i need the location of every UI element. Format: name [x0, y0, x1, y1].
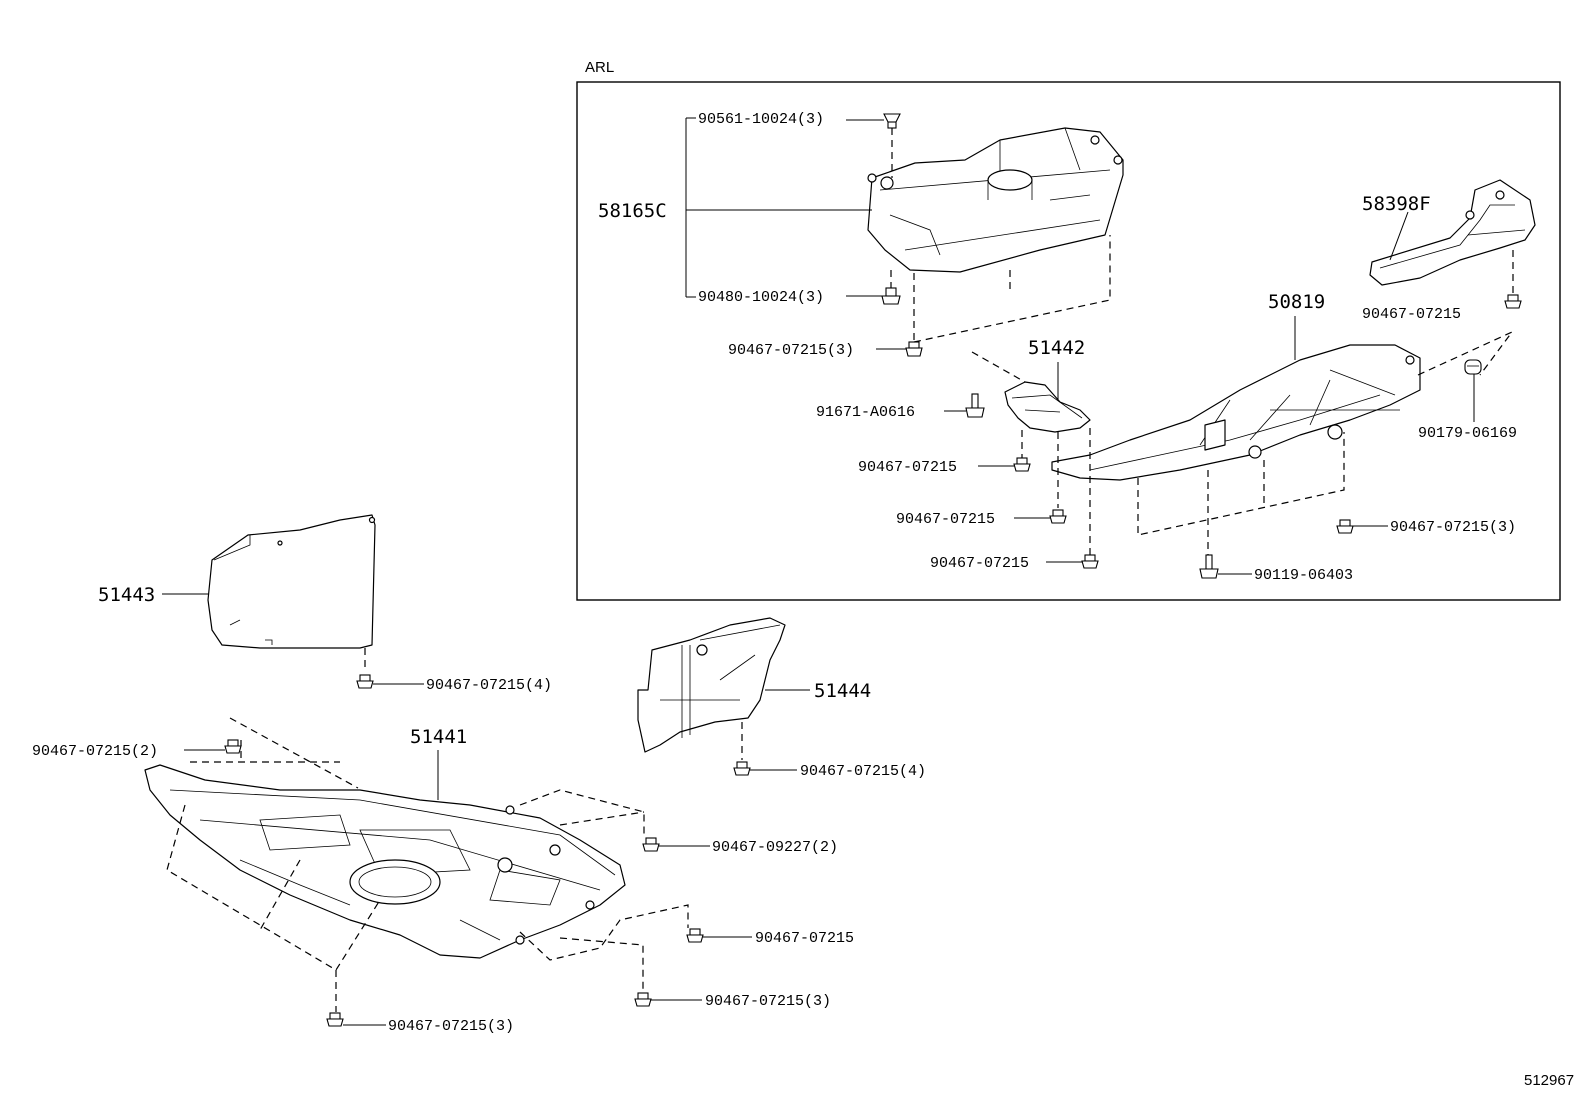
fastener-90467-07215-4b — [733, 761, 751, 776]
label-90467-07215-b: 90467-07215 — [858, 459, 957, 476]
part-51442-drawing — [1004, 381, 1091, 433]
fastener-90467-07215-3c — [634, 992, 652, 1007]
label-51444: 51444 — [814, 680, 871, 702]
part-58165c-drawing — [867, 127, 1124, 273]
label-90467-07215-2: 90467-07215(2) — [32, 743, 158, 760]
label-58165c: 58165C — [598, 200, 667, 222]
fastener-90561-10024 — [883, 113, 901, 129]
part-58398f-drawing — [1369, 179, 1536, 286]
label-90561-10024: 90561-10024(3) — [698, 111, 824, 128]
part-51441-drawing — [144, 764, 626, 959]
part-50819-drawing — [1051, 344, 1421, 481]
illustration-number: 512967 — [1524, 1072, 1574, 1089]
label-90467-07215-3a: 90467-07215(3) — [728, 342, 854, 359]
label-90467-07215-e: 90467-07215 — [755, 930, 854, 947]
fastener-90467-07215-b — [1013, 457, 1031, 472]
fastener-90467-07215-a — [1504, 294, 1522, 309]
fastener-90480-10024 — [881, 287, 901, 305]
label-90467-07215-3c: 90467-07215(3) — [705, 993, 831, 1010]
fastener-90119-06403 — [1199, 554, 1219, 579]
label-90467-07215-4a: 90467-07215(4) — [426, 677, 552, 694]
label-51441: 51441 — [410, 726, 467, 748]
part-51443-drawing — [207, 514, 376, 649]
label-90467-07215-3b: 90467-07215(3) — [1390, 519, 1516, 536]
fastener-90467-07215-4a — [356, 674, 374, 689]
label-90467-07215-a: 90467-07215 — [1362, 306, 1461, 323]
label-91671-a0616: 91671-A0616 — [816, 404, 915, 421]
fastener-90467-07215-3b — [1336, 519, 1354, 534]
part-51444-drawing — [637, 617, 786, 753]
label-51443: 51443 — [98, 584, 155, 606]
label-90467-07215-d: 90467-07215 — [930, 555, 1029, 572]
label-90467-07215-c: 90467-07215 — [896, 511, 995, 528]
fastener-90467-07215-e — [686, 928, 704, 943]
label-90467-07215-3d: 90467-07215(3) — [388, 1018, 514, 1035]
label-50819: 50819 — [1268, 291, 1325, 313]
label-90480-10024: 90480-10024(3) — [698, 289, 824, 306]
label-90467-09227-2: 90467-09227(2) — [712, 839, 838, 856]
fastener-91671-a0616 — [965, 393, 985, 418]
fastener-90467-07215-c — [1049, 509, 1067, 524]
label-90467-07215-4b: 90467-07215(4) — [800, 763, 926, 780]
fastener-90467-07215-d — [1081, 554, 1099, 569]
fastener-90467-07215-2 — [224, 739, 242, 754]
label-58398f: 58398F — [1362, 193, 1431, 215]
fastener-90467-09227-2 — [642, 837, 660, 852]
fastener-90467-07215-3a — [905, 341, 923, 357]
label-90179-06169: 90179-06169 — [1418, 425, 1517, 442]
inset-frame — [576, 81, 1561, 601]
label-51442: 51442 — [1028, 337, 1085, 359]
label-90119-06403: 90119-06403 — [1254, 567, 1353, 584]
fastener-90179-06169 — [1464, 359, 1482, 375]
inset-label: ARL — [585, 59, 614, 76]
fastener-90467-07215-3d — [326, 1012, 344, 1027]
